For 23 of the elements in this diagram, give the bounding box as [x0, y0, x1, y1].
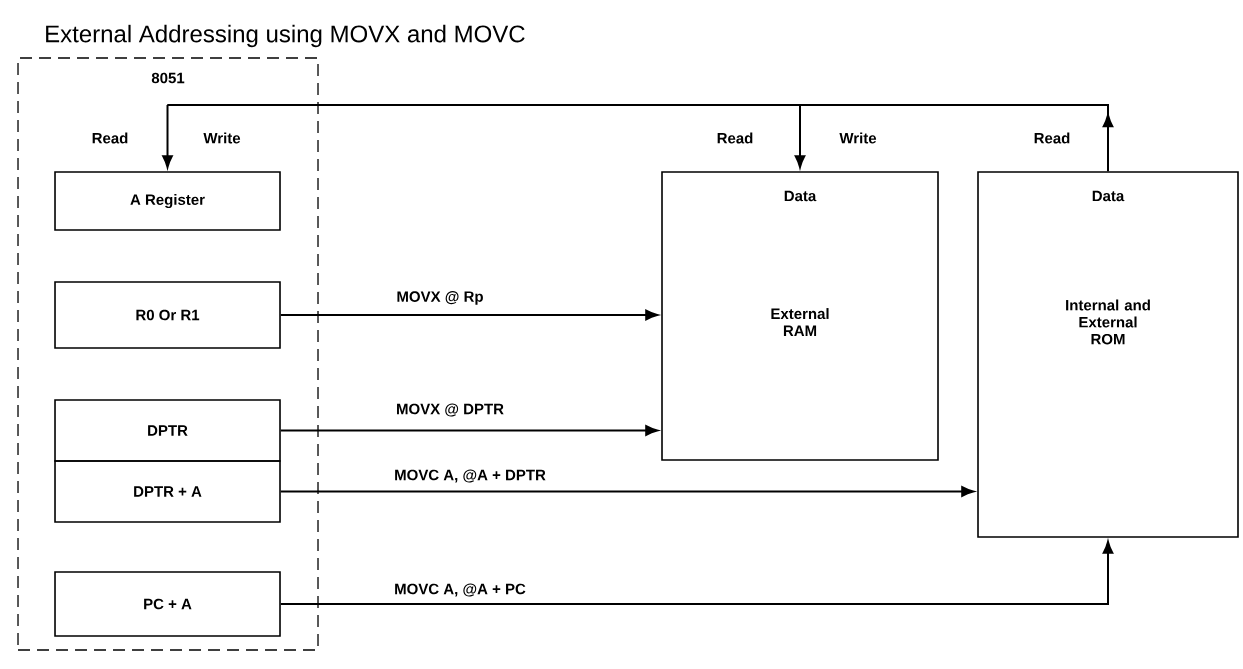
signal-label: Read [92, 132, 128, 144]
edge-label: MOVC A, @A + PC [393, 582, 527, 598]
signal-label: Write [839, 132, 877, 144]
title: External Addressing using MOVX and MOVC [46, 24, 525, 48]
signal-label: Read [717, 132, 753, 144]
arrow [279, 425, 659, 436]
signal-label: Read [1034, 132, 1070, 144]
arrow [279, 309, 659, 321]
memory-block: Data External RAM [661, 171, 939, 461]
memory-block: Data Internal and External ROM [977, 171, 1239, 538]
arrow [279, 540, 1114, 605]
arrow [279, 486, 975, 497]
arrow [162, 104, 173, 169]
signal-label: Write [203, 132, 241, 144]
edge-label: MOVX @ DPTR [395, 402, 505, 418]
register-box: R0 Or R1 [54, 281, 281, 349]
arrow [166, 104, 1114, 173]
register-box: DPTR + A [54, 460, 281, 523]
register-box: PC + A [54, 571, 281, 637]
register-box: A Register [54, 171, 281, 231]
edge-label: MOVC A, @A + DPTR [393, 468, 547, 484]
edge-label: MOVX @ Rp [395, 290, 485, 306]
register-box: DPTR [54, 399, 281, 462]
